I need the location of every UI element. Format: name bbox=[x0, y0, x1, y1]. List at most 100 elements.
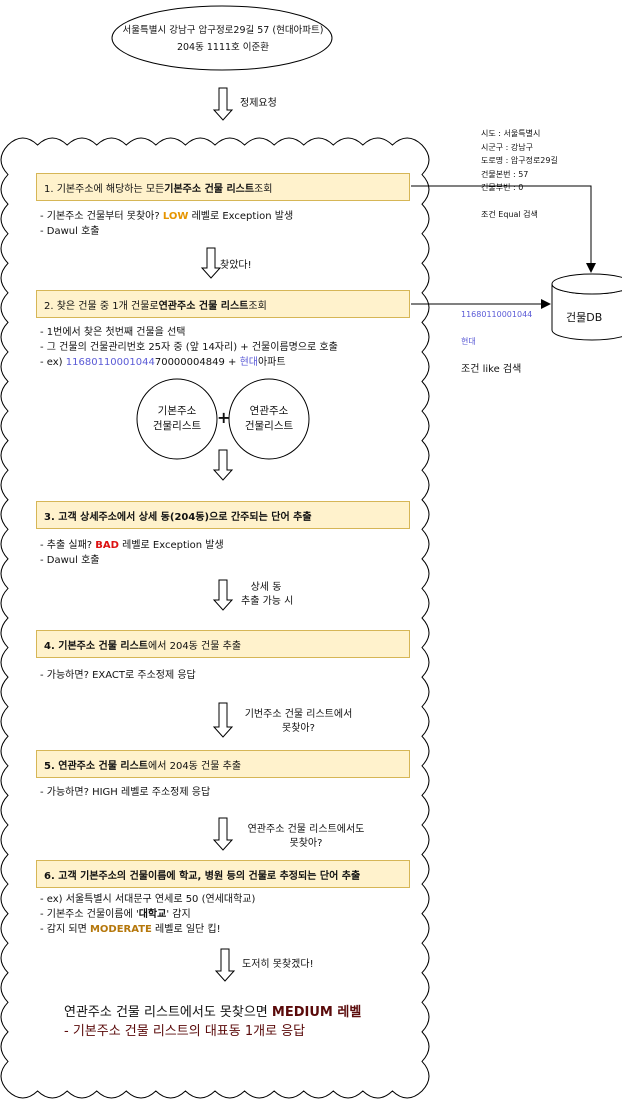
building-db-icon bbox=[551, 273, 622, 341]
step-2-title-bold: 연관주소 건물 리스트 bbox=[158, 300, 249, 312]
arrow-found bbox=[200, 247, 222, 279]
like-query-name: 현대 bbox=[461, 337, 476, 346]
step-6-bullets: - ex) 서울특별시 서대문구 연세로 50 (연세대학교) - 기본주소 건… bbox=[40, 892, 255, 937]
step-5-bullets: - 가능하면? HIGH 레벨로 주소정제 응답 bbox=[40, 785, 210, 800]
related-fail-label: 연관주소 건물 리스트에서도 못찾아? bbox=[236, 823, 376, 851]
plus-sign: + bbox=[217, 408, 231, 427]
step-2-b3-mid: 70000004849 + bbox=[154, 357, 240, 368]
detail-label: 상세 동 추출 가능 시 bbox=[241, 581, 294, 609]
arrow-related-fail bbox=[212, 817, 234, 851]
like-query-code: 11680110001044 bbox=[461, 310, 533, 319]
basic-fail-line-2: 못찾아? bbox=[282, 723, 315, 734]
step-2-bullets: - 1번에서 찾은 첫번째 건물을 선택 - 그 건물의 건물관리번호 25자 … bbox=[40, 325, 338, 370]
found-label: 찾았다! bbox=[220, 260, 252, 271]
detail-label-line-1: 상세 동 bbox=[250, 582, 282, 593]
step-3-box: 3. 고객 상세주소에서 상세 동(204동)으로 간주되는 단어 추출 bbox=[36, 501, 410, 529]
step-4-title-post: 에서 204동 건물 추출 bbox=[148, 640, 242, 652]
step-2-box: 2. 찾은 건물 중 1개 건물로 연관주소 건물 리스트 조회 bbox=[36, 290, 410, 318]
step-1-title-bold: 기본주소 건물 리스트 bbox=[164, 183, 255, 195]
detail-label-line-2: 추출 가능 시 bbox=[241, 596, 294, 607]
step-6-b2-post: ' 감지 bbox=[166, 909, 191, 920]
step-1-box: 1. 기본주소에 해당하는 모든 기본주소 건물 리스트 조회 bbox=[36, 173, 410, 201]
arrow-basic-fail bbox=[212, 702, 234, 738]
step-2-code-highlight: 11680110001044 bbox=[65, 357, 155, 368]
step-2-b3-post: 아파트 bbox=[257, 357, 286, 368]
related-building-list-circle bbox=[228, 378, 310, 460]
university-keyword: 대학교 bbox=[138, 909, 167, 920]
step-3-bullet-2: - Dawul 호출 bbox=[40, 555, 100, 566]
customer-address: 서울특별시 강남구 압구정로29길 57 (현대아파트) 204동 1111호 … bbox=[113, 22, 333, 56]
low-level-highlight: LOW bbox=[162, 211, 189, 222]
step-1-bullets: - 기본주소 건물부터 못찾아? LOW 레벨로 Exception 발생 - … bbox=[40, 209, 293, 239]
query-note-main-no: 건물본번 : 57 bbox=[481, 169, 529, 179]
step-6-box: 6. 고객 기본주소의 건물이름에 학교, 병원 등의 건물로 추정되는 단어 … bbox=[36, 860, 410, 888]
medium-level-highlight: MEDIUM 레벨 bbox=[271, 1005, 362, 1020]
step1-db-connector bbox=[411, 185, 596, 273]
step-4-title-bold: 4. 기본주소 건물 리스트 bbox=[44, 640, 149, 652]
refine-request-label: 정제요청 bbox=[240, 98, 277, 109]
step-3-b1-pre: - 추출 실패? bbox=[40, 540, 96, 551]
step-2-bullet-3: - ex) 1168011000104470000004849 + 현대아파트 bbox=[40, 355, 338, 370]
step-1-title-pre: 1. 기본주소에 해당하는 모든 bbox=[44, 183, 165, 195]
step-4-bullet-1: - 가능하면? EXACT로 주소정제 응답 bbox=[40, 670, 196, 681]
final-line-2: - 기본주소 건물 리스트의 대표동 1개로 응답 bbox=[64, 1024, 306, 1039]
step-6-b2-pre: - 기본주소 건물이름에 ' bbox=[40, 909, 139, 920]
step-1-bullet-2: - Dawul 호출 bbox=[40, 226, 100, 237]
step-6-b3-pre: - 감지 되면 bbox=[40, 924, 90, 935]
query-note-sido: 시도 : 서울특별시 bbox=[481, 129, 541, 138]
like-condition-label: 조건 like 검색 bbox=[461, 364, 522, 375]
related-building-list-label: 연관주소 건물리스트 bbox=[229, 404, 309, 434]
step-5-title-bold: 5. 연관주소 건물 리스트 bbox=[44, 760, 149, 772]
bad-level-highlight: BAD bbox=[95, 540, 119, 551]
arrow-combine bbox=[212, 449, 234, 481]
process-cloud bbox=[0, 137, 430, 1099]
basic-fail-label: 기번주소 건물 리스트에서 못찾아? bbox=[236, 708, 361, 736]
related-fail-line-2: 못찾아? bbox=[289, 838, 323, 849]
step-5-title-post: 에서 204동 건물 추출 bbox=[148, 760, 242, 772]
step-1-b1-post: 레벨로 Exception 발생 bbox=[188, 211, 294, 222]
step-2-title-pre: 2. 찾은 건물 중 1개 건물로 bbox=[44, 300, 159, 312]
related-circle-line-2: 건물리스트 bbox=[244, 420, 294, 432]
address-line-1: 서울특별시 강남구 압구정로29길 57 (현대아파트) bbox=[122, 25, 324, 36]
step-6-bullet-1: - ex) 서울특별시 서대문구 연세로 50 (연세대학교) bbox=[40, 894, 256, 905]
query-note-sub-no: 건물부번 : 0 bbox=[481, 183, 524, 192]
step-4-bullets: - 가능하면? EXACT로 주소정제 응답 bbox=[40, 668, 196, 683]
query-note-sigungu: 시군구 : 강남구 bbox=[481, 142, 533, 152]
related-circle-line-1: 연관주소 bbox=[249, 405, 289, 417]
moderate-level-highlight: MODERATE bbox=[89, 924, 152, 935]
final-line-1: 연관주소 건물 리스트에서도 못찾으면 MEDIUM 레벨 bbox=[64, 1003, 361, 1022]
step-3-bullet-1: - 추출 실패? BAD 레벨로 Exception 발생 bbox=[40, 538, 224, 553]
step-2-bullet-2: - 그 건물의 건물관리번호 25자 중 (앞 14자리) + 건물이름명으로 … bbox=[40, 342, 338, 353]
basic-fail-line-1: 기번주소 건물 리스트에서 bbox=[244, 709, 353, 720]
basic-building-list-circle bbox=[136, 378, 218, 460]
customer-address-ellipse bbox=[111, 5, 333, 71]
final-line-1-pre: 연관주소 건물 리스트에서도 못찾으면 bbox=[64, 1005, 272, 1020]
address-line-2: 204동 1111호 이준환 bbox=[176, 42, 270, 53]
basic-building-list-label: 기본주소 건물리스트 bbox=[137, 404, 217, 434]
arrow-give-up bbox=[214, 948, 236, 982]
query-note-road: 도로명 : 압구정로29길 bbox=[481, 156, 558, 165]
step-6-bullet-3: - 감지 되면 MODERATE 레벨로 일단 킵! bbox=[40, 922, 255, 937]
step-6-b3-post: 레벨로 일단 킵! bbox=[151, 924, 221, 935]
building-db-label: 건물DB bbox=[566, 311, 603, 324]
step-5-bullet-1: - 가능하면? HIGH 레벨로 주소정제 응답 bbox=[40, 787, 211, 798]
related-fail-line-1: 연관주소 건물 리스트에서도 bbox=[247, 824, 365, 835]
step-2-title-post: 조회 bbox=[248, 300, 267, 312]
step-3-bullets: - 추출 실패? BAD 레벨로 Exception 발생 - Dawul 호출 bbox=[40, 538, 224, 568]
equal-query-note: 시도 : 서울특별시 시군구 : 강남구 도로명 : 압구정로29길 건물본번 … bbox=[481, 127, 558, 222]
final-result: 연관주소 건물 리스트에서도 못찾으면 MEDIUM 레벨 - 기본주소 건물 … bbox=[64, 1003, 361, 1041]
basic-circle-line-1: 기본주소 bbox=[157, 405, 197, 417]
step-1-b1-pre: - 기본주소 건물부터 못찾아? bbox=[40, 211, 163, 222]
give-up-label: 도저히 못찾겠다! bbox=[242, 959, 314, 970]
arrow-refine bbox=[212, 87, 234, 121]
basic-circle-line-2: 건물리스트 bbox=[152, 420, 202, 432]
arrow-detail bbox=[212, 579, 234, 611]
flow-arrows bbox=[200, 87, 236, 982]
step-2-bullet-1: - 1번에서 찾은 첫번째 건물을 선택 bbox=[40, 327, 186, 338]
cloud-outline bbox=[0, 137, 430, 1099]
step-1-title-post: 조회 bbox=[254, 183, 273, 195]
query-note-equal-condition: 조건 Equal 검색 bbox=[481, 210, 538, 219]
